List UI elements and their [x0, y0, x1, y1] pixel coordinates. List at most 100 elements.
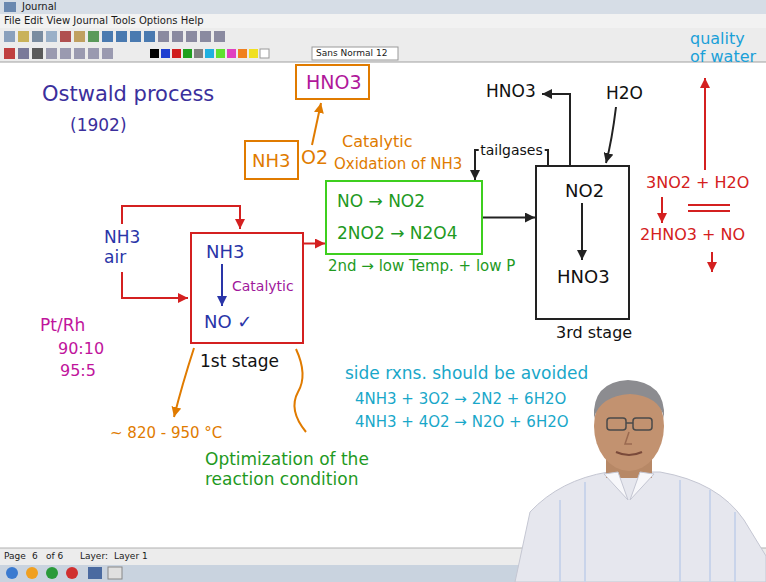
- stage-condition: 2nd → low Temp. + low P: [328, 258, 515, 275]
- absorber-arrows: [542, 94, 616, 260]
- orange-annotation: [174, 348, 194, 417]
- presenter-figure: [594, 380, 664, 418]
- window-chrome: [88, 48, 99, 59]
- equation: 4NH3 + 3O2 → 2N2 + 6H2O: [355, 391, 566, 408]
- year-note: (1902): [70, 116, 127, 136]
- window-chrome: [46, 567, 58, 579]
- window-chrome: [194, 49, 203, 58]
- flow-connector: [304, 243, 325, 245]
- stage-label: 3rd stage: [556, 324, 632, 342]
- window-chrome: [186, 31, 197, 42]
- presenter-figure: [616, 452, 642, 455]
- red-annotation: [661, 197, 663, 223]
- product-label: HNO3: [486, 82, 536, 102]
- node-text: NH3: [252, 151, 290, 172]
- window-chrome: [74, 31, 85, 42]
- window-chrome: [88, 567, 102, 579]
- reaction-note: Catalytic: [342, 133, 412, 151]
- window-chrome: [150, 49, 159, 58]
- node-text: HNO3: [306, 72, 362, 94]
- window-chrome: [161, 49, 170, 58]
- window-chrome: [60, 48, 71, 59]
- presenter-figure: [607, 418, 626, 430]
- window-chrome: [102, 48, 113, 59]
- window-chrome: [0, 0, 766, 14]
- window-chrome: [88, 31, 99, 42]
- presenter-figure: [594, 381, 664, 471]
- reaction-note: Oxidation of NH3: [334, 156, 462, 173]
- window-chrome: [4, 2, 16, 12]
- side-note: quality of water: [690, 30, 762, 67]
- flow-connector: [483, 217, 535, 219]
- presenter-figure: [604, 472, 654, 500]
- node-text: NO ✓: [204, 312, 252, 333]
- window-chrome: [238, 49, 247, 58]
- window-chrome: [249, 49, 258, 58]
- input-label: H2O: [606, 84, 643, 104]
- orange-annotation: [312, 103, 321, 145]
- window-chrome: [260, 49, 269, 58]
- window-chrome: [216, 49, 225, 58]
- equation: 3NO2 + H2O: [646, 174, 749, 192]
- equation: 2HNO3 + NO: [640, 226, 745, 244]
- ratio-label: 90:10: [58, 340, 104, 358]
- window-chrome: [32, 48, 43, 59]
- window-chrome: [158, 31, 169, 42]
- catalyst-label: Pt/Rh: [40, 316, 85, 336]
- window-chrome: [108, 567, 122, 579]
- red-annotation: [688, 205, 730, 211]
- node-text: NH3: [206, 242, 244, 263]
- node-text: NO → NO2: [337, 192, 425, 212]
- status-text: 6: [32, 551, 38, 561]
- ratio-label: 95:5: [60, 362, 96, 380]
- optimization-note: Optimization of the reaction condition: [205, 450, 395, 489]
- font-selector: Sans Normal 12: [316, 48, 387, 58]
- temperature-label: ~ 820 - 950 °C: [110, 425, 222, 442]
- window-chrome: [172, 31, 183, 42]
- absorption-stage-box: NO2HNO3: [535, 165, 630, 320]
- window-chrome: [4, 48, 15, 59]
- window-chrome: [130, 31, 141, 42]
- reactor-stage-box: NH3Catalytic NO ✓: [190, 232, 304, 344]
- window-title: Journal: [22, 1, 57, 13]
- window-chrome: [6, 567, 18, 579]
- red-annotation: [704, 78, 706, 170]
- window-chrome: [60, 31, 71, 42]
- presenter-figure: [625, 432, 632, 444]
- presenter-figure: [626, 422, 633, 424]
- stage-label: 1st stage: [200, 352, 279, 372]
- equation: 4NH3 + 4O2 → N2O + 6H2O: [355, 414, 569, 431]
- window-chrome: [0, 62, 766, 63]
- window-chrome: [183, 49, 192, 58]
- presenter-figure: [560, 480, 735, 582]
- absorber-arrows: [581, 203, 583, 260]
- status-text: of 6: [46, 551, 63, 561]
- window-chrome: [4, 31, 15, 42]
- process-name: Ostwald process: [42, 82, 214, 106]
- window-chrome: [32, 31, 43, 42]
- reactant-box: NH3: [244, 140, 299, 180]
- window-chrome: [214, 31, 225, 42]
- window-chrome: [116, 31, 127, 42]
- connector-label: tailgases: [478, 142, 545, 158]
- reactant-label: O2: [301, 147, 328, 169]
- window-chrome: [18, 48, 29, 59]
- window-chrome: [102, 31, 113, 42]
- status-text: Layer:: [80, 551, 108, 561]
- window-chrome: [26, 567, 38, 579]
- node-text: Catalytic: [232, 278, 294, 294]
- presenter-figure: [633, 418, 652, 430]
- orange-annotation: [174, 103, 321, 432]
- window-chrome: [227, 49, 236, 58]
- oxidation-stage-box: NO → NO22NO2 → N2O4: [325, 180, 483, 255]
- menu-bar: File Edit View Journal Tools Options Hel…: [4, 15, 204, 27]
- absorber-arrows: [542, 94, 570, 165]
- product-box: HNO3: [295, 64, 370, 100]
- window-chrome: [200, 31, 211, 42]
- window-chrome: [0, 14, 766, 28]
- red-annotation: [711, 252, 713, 272]
- window-chrome: [312, 47, 398, 60]
- feed-arrows: [122, 272, 188, 298]
